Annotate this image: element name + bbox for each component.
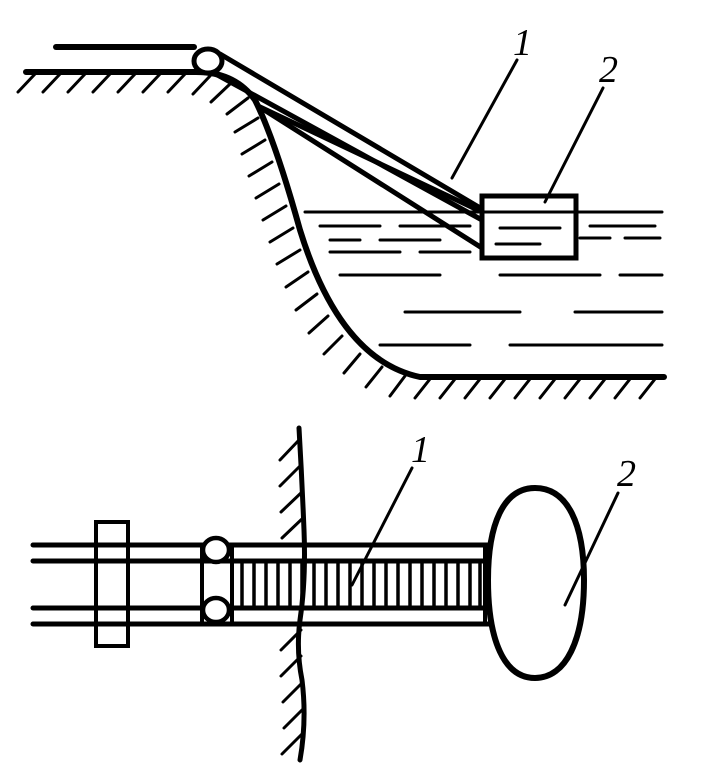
label-1-bottom: 1 xyxy=(411,429,430,471)
ladder-rungs xyxy=(240,561,482,608)
pontoon-frame xyxy=(200,543,487,626)
plan-view: 1 2 xyxy=(30,425,636,763)
leader-2-top xyxy=(543,86,605,204)
support-frame xyxy=(94,520,130,648)
water-through-dredge xyxy=(480,210,578,246)
label-2-bottom: 2 xyxy=(617,453,636,495)
side-view: 1 2 xyxy=(16,22,667,400)
dredge-oval xyxy=(484,484,588,682)
pivot-joint-upper xyxy=(200,535,232,565)
floating-pipeline xyxy=(209,51,485,251)
bank-line xyxy=(295,425,307,763)
pivot-joint-lower xyxy=(200,595,232,625)
label-1-top: 1 xyxy=(513,22,532,64)
label-2-top: 2 xyxy=(599,49,618,91)
leader-1-bottom xyxy=(350,466,414,587)
leader-2-bottom xyxy=(563,491,620,607)
leader-1-top xyxy=(450,58,519,180)
rails-through-frame xyxy=(93,542,131,627)
bank-hatching xyxy=(278,438,306,756)
pivot-joint xyxy=(191,46,225,76)
ground-hatching xyxy=(16,72,657,400)
ground-profile xyxy=(23,69,667,380)
